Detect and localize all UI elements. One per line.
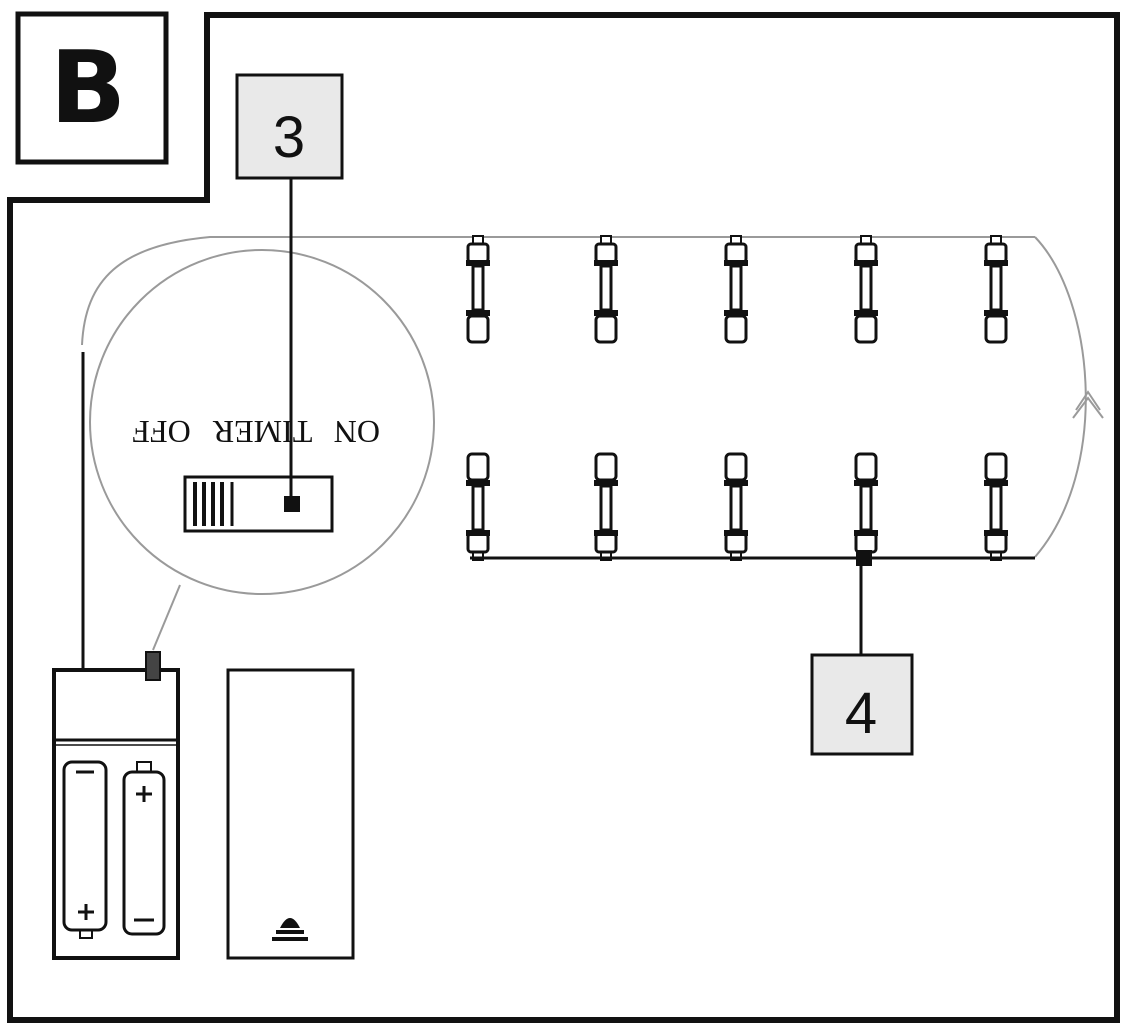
led-bulb-icon xyxy=(466,452,490,561)
magnifier-pointer xyxy=(152,584,181,651)
led-bulb-icon xyxy=(594,452,618,561)
direction-arrow-icon xyxy=(1072,390,1104,419)
led-bulb-icon xyxy=(854,235,878,344)
led-bulb-icon xyxy=(466,235,490,344)
battery-connector xyxy=(145,651,161,681)
led-bulb-icon xyxy=(724,452,748,561)
switch-off-label: OFF xyxy=(132,414,191,450)
callout-4-label: 4 xyxy=(845,681,877,746)
led-bulb-icon xyxy=(594,235,618,344)
callout-3: 3 xyxy=(235,73,344,500)
magnifier-circle xyxy=(89,249,435,595)
battery-pack-icon xyxy=(52,651,180,960)
led-bulb-icon xyxy=(854,452,878,561)
led-bulb-icon xyxy=(984,452,1008,561)
outer-frame xyxy=(7,12,1120,1023)
led-row-top xyxy=(466,235,1008,344)
switch-labels: ON TIMER OFF xyxy=(132,414,380,450)
callout-4: 4 xyxy=(810,565,914,756)
led-row-bottom xyxy=(466,452,1008,561)
switch-timer-label: TIMER xyxy=(212,414,312,450)
led-bulb-icon xyxy=(984,235,1008,344)
led-bulb-icon xyxy=(724,235,748,344)
timer-switch-icon[interactable] xyxy=(183,475,334,533)
battery-cell-right xyxy=(122,770,166,936)
callout-3-label: 3 xyxy=(273,105,305,170)
battery-cover-icon xyxy=(226,668,355,960)
panel-label-box: B xyxy=(15,11,169,165)
switch-on-label: ON xyxy=(334,414,380,450)
faint-wire-right-arc xyxy=(1034,236,1087,558)
wire-junction xyxy=(856,550,872,566)
panel-label: B xyxy=(50,29,126,146)
faint-wire-loop xyxy=(81,236,1035,346)
switch-knob[interactable] xyxy=(284,496,300,512)
battery-cell-left xyxy=(62,760,108,932)
